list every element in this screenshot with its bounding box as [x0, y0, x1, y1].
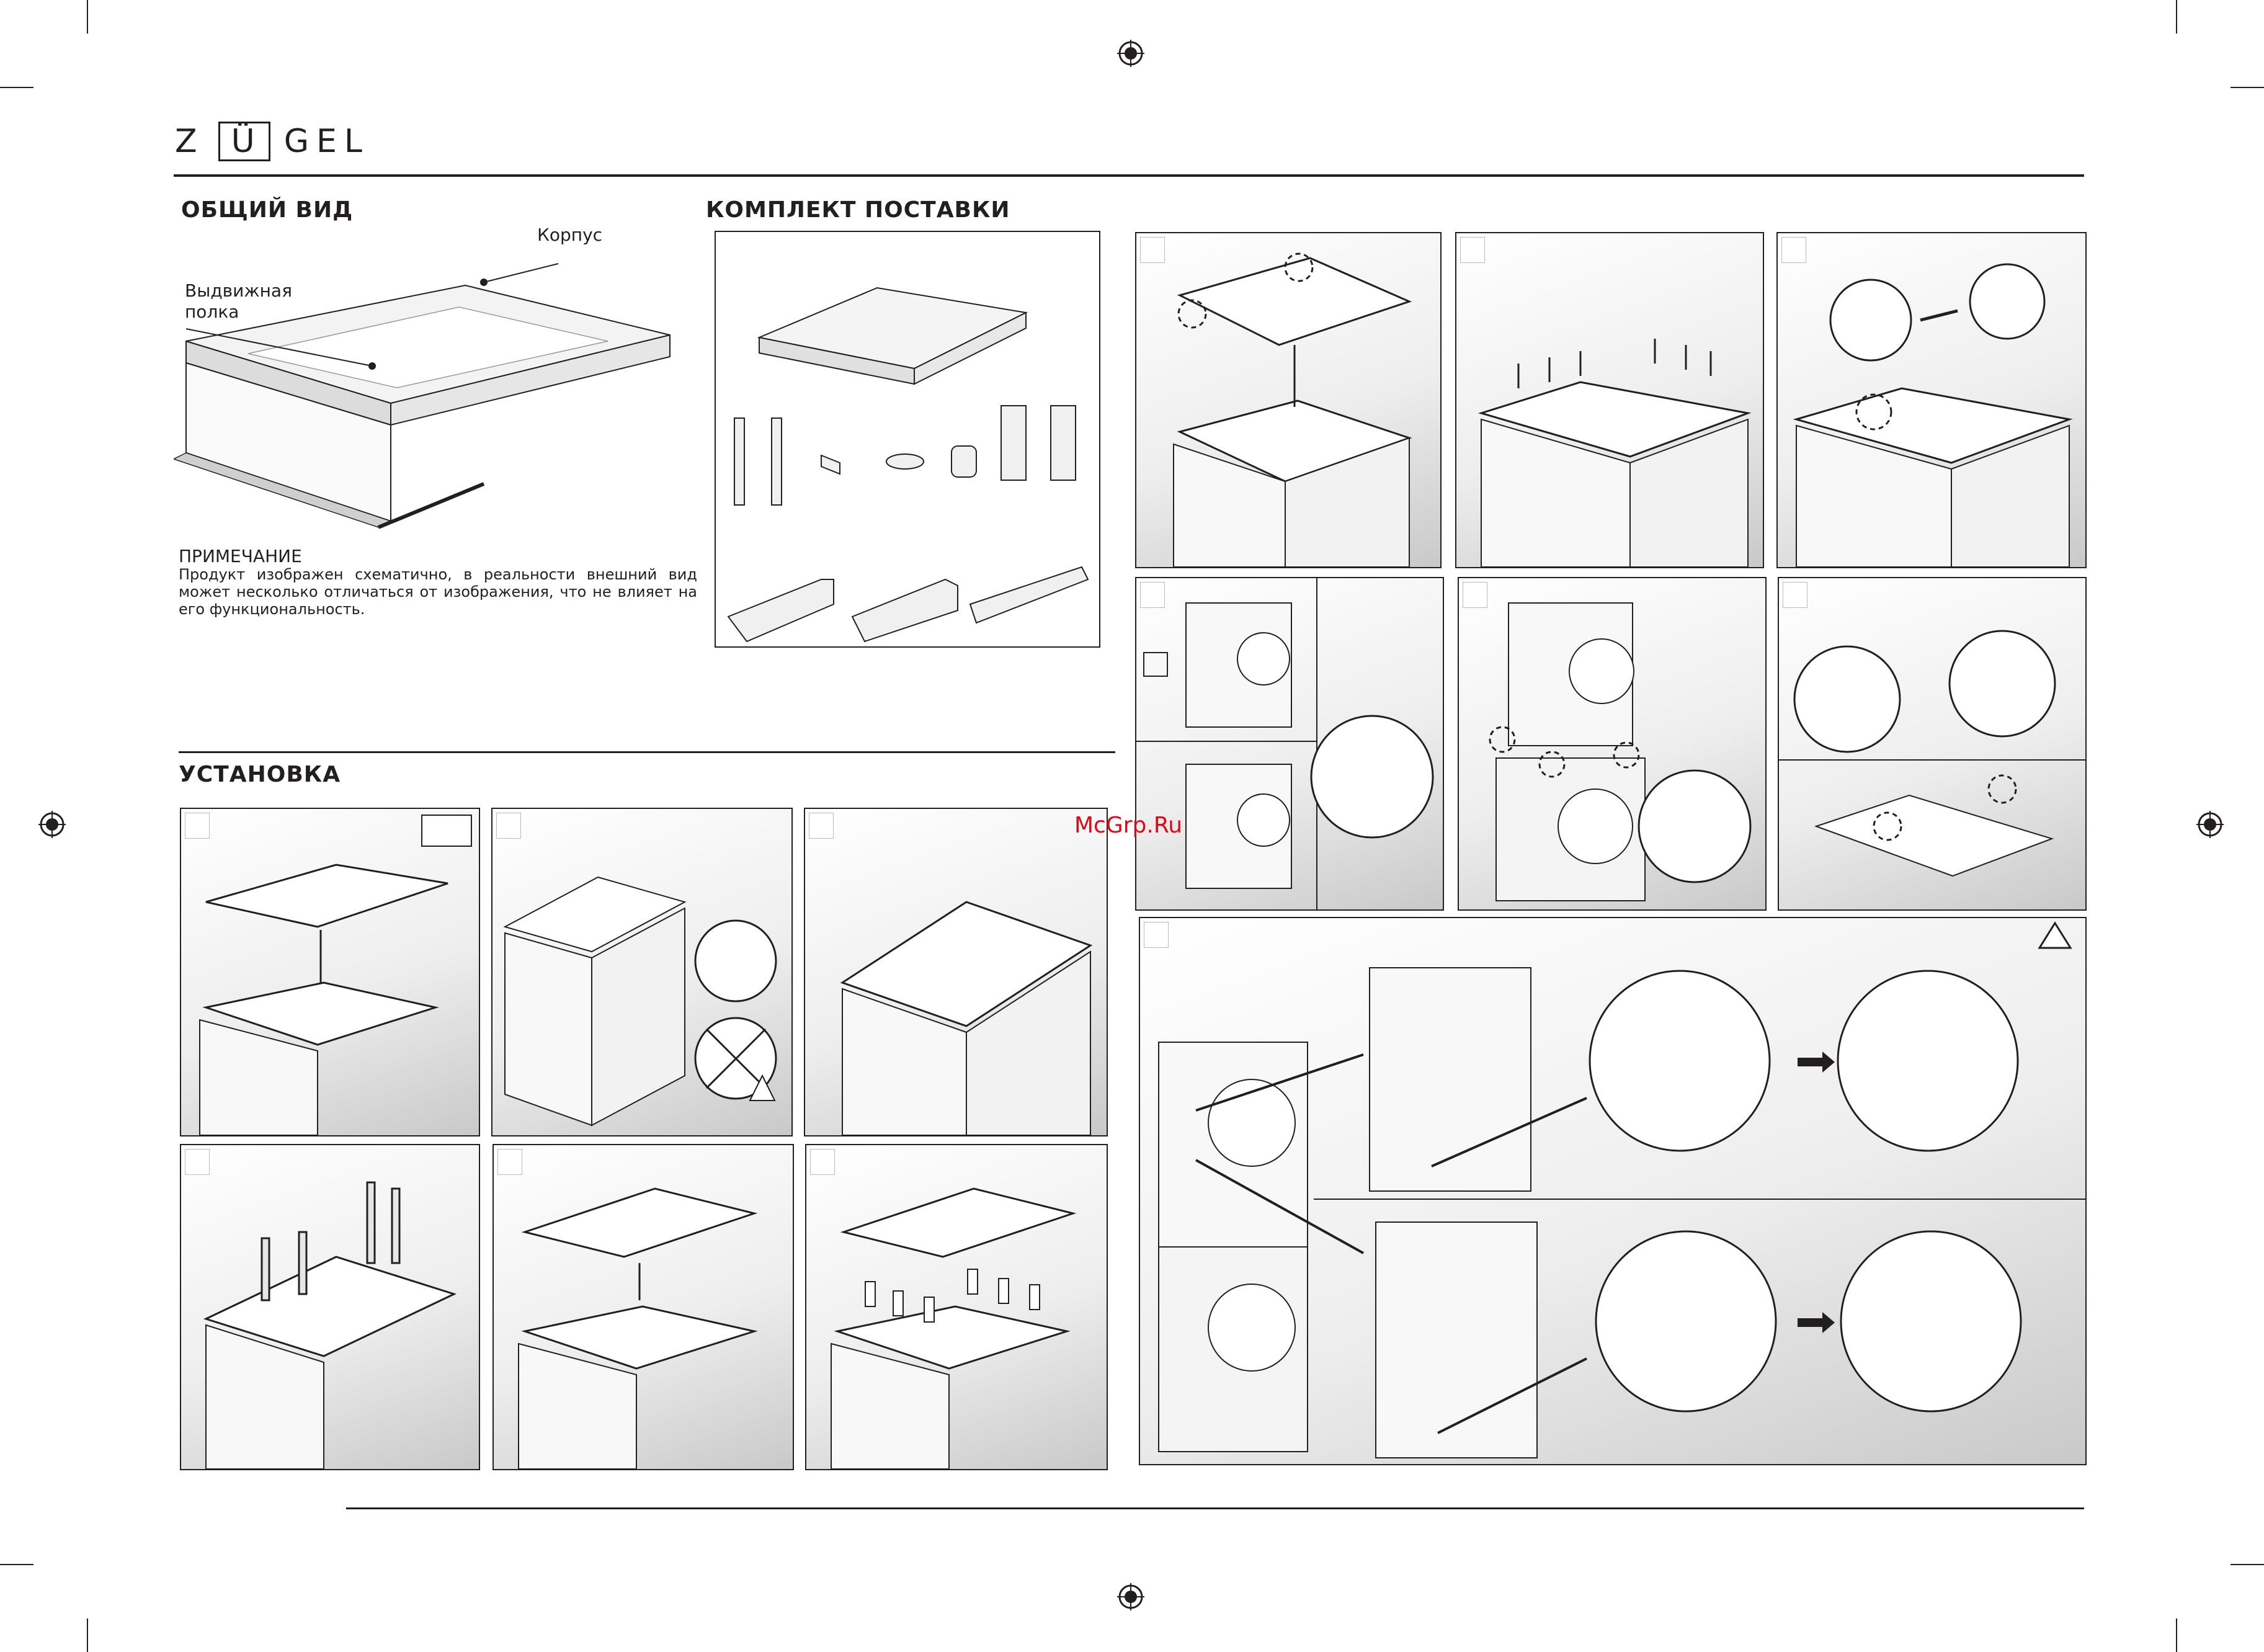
attention-manual-icon — [1144, 653, 1167, 676]
step-illustration — [492, 809, 791, 1135]
registration-mark-icon — [2196, 811, 2224, 838]
step-illustration — [181, 1145, 479, 1469]
step-panel — [804, 808, 1108, 1136]
crop-mark — [87, 0, 88, 33]
step-illustration — [1136, 578, 1443, 909]
brand-letter-boxed: Ü — [218, 122, 270, 161]
step-illustration — [805, 809, 1107, 1135]
footer-rule — [346, 1507, 2084, 1509]
kit-parts-illustration — [716, 232, 1099, 646]
registration-mark-icon — [1117, 1583, 1144, 1610]
arrow-icon — [1518, 339, 1711, 388]
step-panel — [491, 808, 793, 1136]
crop-mark — [2176, 1619, 2177, 1652]
header-rule — [174, 174, 2084, 177]
step-panel — [805, 1144, 1108, 1470]
overview-title: ОБЩИЙ ВИД — [181, 197, 353, 223]
step-illustration — [1136, 233, 1440, 567]
watermark: McGrp.Ru — [1074, 813, 1182, 838]
step-panel — [1455, 232, 1764, 568]
attention-manual-icon — [422, 815, 471, 846]
step-panel — [1135, 232, 1442, 568]
crop-mark — [0, 87, 33, 88]
brand-letter: Z — [175, 123, 205, 160]
step-illustration — [1140, 918, 2085, 1464]
final-stacking-panel — [1139, 917, 2087, 1465]
step-panel — [1776, 232, 2087, 568]
step-illustration — [806, 1145, 1107, 1469]
brand-logo: Z Ü GEL — [175, 122, 370, 161]
step-illustration — [1459, 578, 1765, 909]
crop-mark — [0, 1564, 33, 1565]
delivery-kit-panel — [715, 231, 1100, 648]
step-panel — [180, 808, 480, 1136]
warning-triangle-icon — [2039, 923, 2070, 948]
crop-mark — [2231, 1564, 2264, 1565]
note-title: ПРИМЕЧАНИЕ — [179, 546, 302, 566]
registration-mark-icon — [38, 811, 66, 838]
step-panel — [1778, 577, 2087, 911]
arrow-icon — [1798, 1051, 1835, 1333]
registration-mark-icon — [1117, 40, 1144, 67]
label-body: Корпус — [537, 225, 602, 245]
step-illustration — [1778, 233, 2085, 567]
step-illustration — [1456, 233, 1763, 567]
step-illustration — [181, 809, 479, 1135]
step-panel — [1458, 577, 1767, 911]
note-text: Продукт изображен схематично, в реальнос… — [179, 566, 697, 618]
kit-title: КОМПЛЕКТ ПОСТАВКИ — [706, 197, 1010, 223]
crop-mark — [87, 1619, 88, 1652]
step-panel — [1135, 577, 1444, 911]
crop-mark — [2231, 87, 2264, 88]
brand-letters: GEL — [284, 123, 370, 160]
step-panel — [492, 1144, 794, 1470]
step-panel — [180, 1144, 480, 1470]
step-illustration — [494, 1145, 793, 1469]
crop-mark — [2176, 0, 2177, 33]
install-rule — [179, 751, 1115, 753]
install-title: УСТАНОВКА — [179, 762, 341, 787]
step-illustration — [1779, 578, 2085, 909]
label-shelf: Выдвижная полка — [185, 280, 292, 323]
